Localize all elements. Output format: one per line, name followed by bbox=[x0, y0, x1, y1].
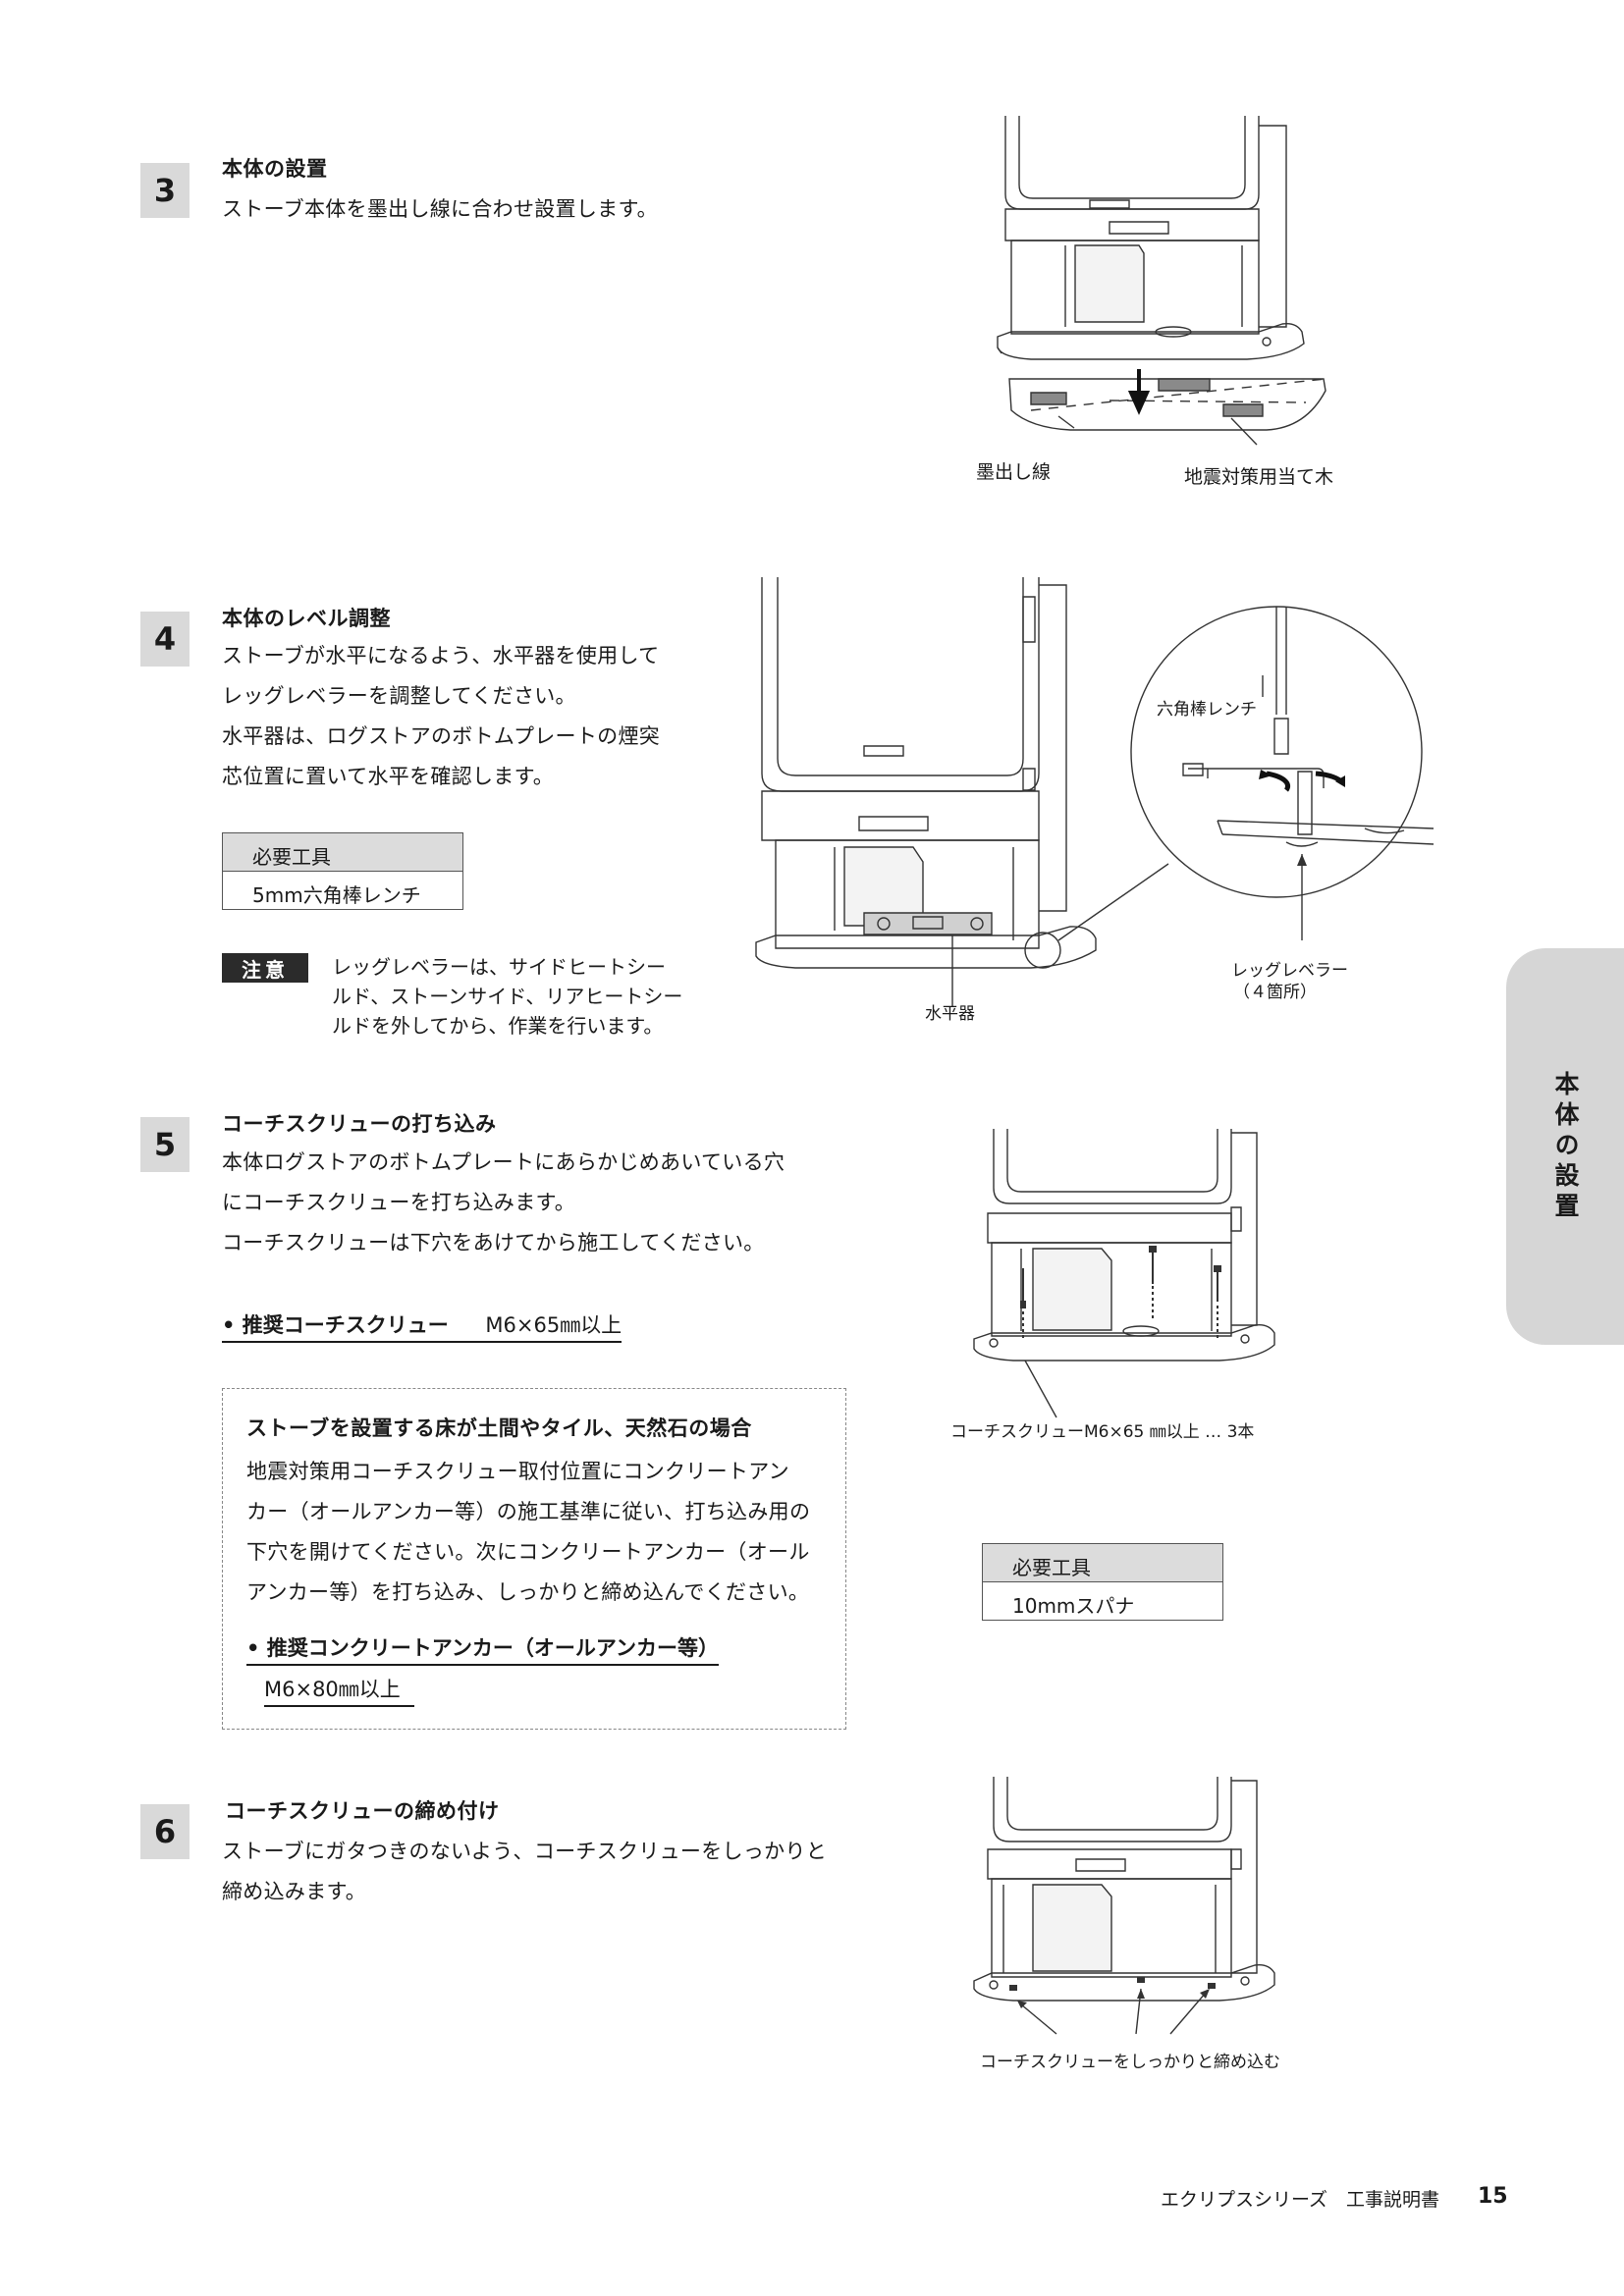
caution-text: レッグレベラーは、サイドヒートシー ルド、ストーンサイド、リアヒートシー ルドを… bbox=[332, 952, 682, 1041]
recommended-coach-screw: • 推奨コーチスクリュー M6×65㎜以上 bbox=[222, 1309, 623, 1343]
recommend-prefix: • 推奨コーチスクリュー bbox=[222, 1313, 449, 1337]
required-tools-table: 必要工具 5mm六角棒レンチ bbox=[222, 832, 463, 910]
label-tighten-screws: コーチスクリューをしっかりと締め込む bbox=[980, 2053, 1280, 2072]
box-line: 地震対策用コーチスクリュー取付位置にコンクリートアン bbox=[246, 1460, 789, 1483]
text-line: ストーブにガタつきのないよう、コーチスクリューをしっかりと bbox=[222, 1840, 828, 1863]
text-line: コーチスクリューは下穴をあけてから施工してください。 bbox=[222, 1231, 765, 1255]
text-line: レッグレベラーを調整してください。 bbox=[222, 684, 576, 708]
caution-line: レッグレベラーは、サイドヒートシー bbox=[332, 955, 666, 979]
box-recommend: • 推奨コンクリートアンカー（オールアンカー等） M6×80㎜以上 bbox=[246, 1632, 720, 1707]
label-marking-line: 墨出し線 bbox=[976, 461, 1052, 483]
caution-badge: 注意 bbox=[222, 953, 308, 983]
step-4-figure bbox=[756, 577, 1434, 989]
step-5-text: 本体ログストアのボトムプレートにあらかじめあいている穴 にコーチスクリューを打ち… bbox=[222, 1143, 785, 1263]
required-tools-value: 10mmスパナ bbox=[1012, 1594, 1135, 1618]
text-line: ストーブが水平になるよう、水平器を使用して bbox=[222, 644, 660, 667]
box-line: カー（オールアンカー等）の施工基準に従い、打ち込み用の bbox=[246, 1500, 811, 1523]
label-leg-leveler: レッグレベラー bbox=[1231, 961, 1348, 981]
label-four-places: （４箇所） bbox=[1233, 983, 1317, 1002]
required-tools-table-2: 必要工具 10mmスパナ bbox=[982, 1543, 1223, 1621]
step-number-5: 5 bbox=[140, 1117, 189, 1172]
label-anti-quake-wood: 地震対策用当て木 bbox=[1184, 466, 1334, 488]
box-line: アンカー等）を打ち込み、しっかりと締め込んでください。 bbox=[246, 1580, 810, 1604]
step-4-text: ストーブが水平になるよう、水平器を使用して レッグレベラーを調整してください。 … bbox=[222, 636, 660, 797]
box-text: 地震対策用コーチスクリュー取付位置にコンクリートアン カー（オールアンカー等）の… bbox=[246, 1452, 810, 1613]
required-tools-value: 5mm六角棒レンチ bbox=[252, 883, 421, 907]
step-6-text: ストーブにガタつきのないよう、コーチスクリューをしっかりと 締め込みます。 bbox=[222, 1832, 827, 1912]
label-hex-wrench: 六角棒レンチ bbox=[1157, 700, 1257, 720]
section-side-tab[interactable]: 本体の設置 bbox=[1506, 948, 1624, 1345]
step-3-title: 本体の設置 bbox=[222, 157, 328, 181]
box-line: 下穴を開けてください。次にコンクリートアンカー（オール bbox=[246, 1540, 810, 1564]
required-tools-header: 必要工具 bbox=[223, 833, 462, 872]
box-title: ストーブを設置する床が土間やタイル、天然石の場合 bbox=[246, 1416, 752, 1440]
footer-document-title: エクリプスシリーズ 工事説明書 bbox=[1161, 2189, 1440, 2211]
step-6-title: コーチスクリューの締め付け bbox=[225, 1799, 500, 1823]
step-4-title: 本体のレベル調整 bbox=[222, 607, 391, 630]
text-line: にコーチスクリューを打ち込みます。 bbox=[222, 1191, 575, 1214]
step-3-text: ストーブ本体を墨出し線に合わせ設置します。 bbox=[222, 189, 658, 230]
step-number-6: 6 bbox=[140, 1804, 189, 1859]
label-spirit-level: 水平器 bbox=[925, 1004, 975, 1024]
page-number: 15 bbox=[1478, 2184, 1508, 2209]
box-recommend-line1: • 推奨コンクリートアンカー（オールアンカー等） bbox=[246, 1632, 720, 1666]
text-line: 締め込みます。 bbox=[222, 1880, 366, 1903]
caution-line: ルドを外してから、作業を行います。 bbox=[332, 1014, 664, 1038]
text-line: 水平器は、ログストアのボトムプレートの煙突 bbox=[222, 724, 661, 748]
floor-condition-box: ストーブを設置する床が土間やタイル、天然石の場合 地震対策用コーチスクリュー取付… bbox=[222, 1388, 846, 1730]
step-3-figure bbox=[992, 116, 1335, 469]
caution-line: ルド、ストーンサイド、リアヒートシー bbox=[332, 985, 683, 1008]
step-6-figure bbox=[974, 1777, 1308, 2042]
label-coach-screw-spec: コーチスクリューM6×65 ㎜以上 … 3本 bbox=[950, 1422, 1255, 1442]
step-number-4: 4 bbox=[140, 612, 189, 667]
section-side-tab-label: 本体の設置 bbox=[1551, 1070, 1580, 1223]
text-line: 本体ログストアのボトムプレートにあらかじめあいている穴 bbox=[222, 1150, 785, 1174]
step-5-figure bbox=[974, 1129, 1308, 1423]
required-tools-header: 必要工具 bbox=[983, 1544, 1222, 1582]
text-line: ストーブ本体を墨出し線に合わせ設置します。 bbox=[222, 197, 658, 221]
recommend-value: M6×65㎜以上 bbox=[485, 1313, 623, 1337]
step-5-title: コーチスクリューの打ち込み bbox=[222, 1112, 497, 1136]
text-line: 芯位置に置いて水平を確認します。 bbox=[222, 765, 555, 788]
step-number-3: 3 bbox=[140, 163, 189, 218]
box-recommend-line2: M6×80㎜以上 bbox=[264, 1674, 414, 1707]
